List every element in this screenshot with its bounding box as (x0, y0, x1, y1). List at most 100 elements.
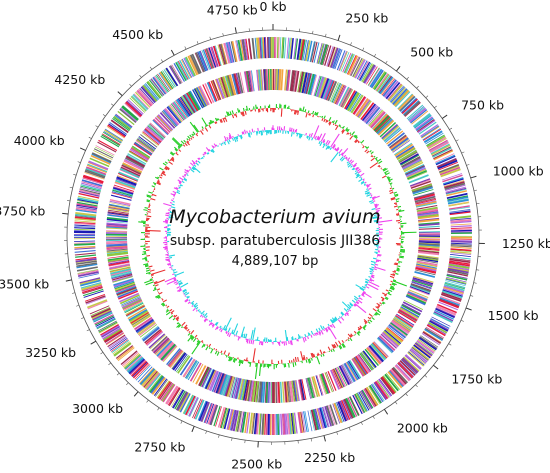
gc-skew-bar (215, 144, 218, 147)
cds-feature-forward (450, 240, 472, 243)
gc-content-bar (304, 109, 307, 113)
cds-feature-reverse (231, 73, 239, 95)
gc-skew-bar (228, 139, 231, 143)
cds-feature-reverse (119, 169, 140, 179)
gc-content-bar (227, 352, 230, 357)
cds-feature-reverse (224, 75, 232, 97)
gc-skew-bar (178, 186, 181, 189)
gc-content-bar (200, 130, 204, 135)
cds-feature-forward (192, 398, 202, 419)
gc-content-bar (300, 351, 304, 361)
cds-feature-reverse (361, 351, 376, 369)
cds-feature-forward (356, 392, 368, 412)
cds-feature-reverse (116, 287, 137, 297)
cds-feature-reverse (193, 88, 206, 108)
cds-feature-forward (74, 250, 96, 253)
gc-skew-bar (320, 133, 326, 142)
cds-feature-forward (107, 124, 126, 138)
cds-feature-reverse (141, 132, 159, 146)
cds-feature-reverse (324, 372, 333, 393)
cds-feature-reverse (404, 163, 425, 175)
gc-skew-bar (351, 164, 353, 166)
gc-skew-bar (338, 153, 341, 157)
gc-skew-bar (374, 204, 380, 207)
cds-feature-forward (415, 117, 434, 132)
gc-content-bar (387, 176, 391, 180)
cds-feature-reverse (113, 278, 134, 286)
cds-feature-forward (131, 360, 147, 377)
cds-feature-forward (428, 321, 448, 334)
cds-feature-forward (314, 408, 322, 430)
cds-feature-forward (403, 100, 421, 117)
cds-feature-forward (381, 376, 396, 394)
cds-feature-reverse (106, 251, 128, 256)
cds-feature-reverse (115, 178, 136, 187)
cds-feature-forward (98, 321, 118, 333)
cds-feature-reverse (128, 150, 148, 163)
gc-content-bar (342, 125, 345, 129)
cds-feature-reverse (153, 337, 170, 354)
gc-skew-bar (325, 139, 329, 145)
cds-feature-forward (87, 300, 108, 310)
gc-skew-bar (349, 302, 354, 306)
gc-skew-bar (223, 136, 228, 141)
gc-skew-bar (228, 132, 233, 139)
gc-skew-bar (373, 214, 377, 216)
gc-skew-bar (347, 163, 352, 168)
cds-feature-reverse (116, 176, 137, 186)
gc-content-bar (254, 362, 258, 379)
cds-feature-reverse (403, 300, 424, 310)
cds-feature-forward (113, 342, 131, 356)
gc-skew-bar (366, 188, 369, 190)
gc-skew-bar (168, 254, 175, 257)
cds-feature-forward (79, 277, 101, 284)
cds-feature-reverse (375, 117, 392, 134)
cds-feature-reverse (332, 83, 343, 104)
cds-feature-forward (188, 396, 199, 417)
cds-feature-forward (402, 100, 420, 116)
cds-feature-reverse (166, 348, 181, 366)
gc-skew-bar (192, 166, 201, 174)
gc-skew-bar (211, 323, 215, 327)
cds-feature-forward (357, 61, 369, 80)
cds-feature-reverse (414, 271, 436, 278)
cds-feature-forward (76, 206, 97, 211)
cds-feature-reverse (106, 245, 128, 250)
cds-feature-reverse (385, 328, 403, 343)
gc-skew-bar (374, 266, 386, 271)
gc-skew-bar (194, 304, 199, 309)
cds-feature-forward (427, 136, 447, 149)
gc-skew-bar (370, 263, 376, 266)
gc-skew-bar (368, 276, 371, 278)
gc-skew-bar (200, 310, 205, 315)
minor-tick (461, 151, 465, 154)
gc-content-bar (297, 110, 300, 115)
gc-content-bar (345, 128, 349, 132)
cds-feature-forward (317, 407, 325, 429)
cds-feature-reverse (109, 266, 131, 272)
cds-feature-forward (443, 285, 465, 294)
cds-feature-forward (127, 357, 145, 374)
gc-content-bar (376, 158, 382, 163)
cds-feature-reverse (406, 167, 426, 178)
cds-feature-forward (302, 39, 307, 61)
cds-feature-forward (276, 37, 279, 59)
gc-content-bar (382, 298, 385, 301)
cds-feature-forward (139, 368, 156, 385)
minor-tick (405, 393, 408, 397)
cds-feature-reverse (115, 284, 136, 293)
cds-feature-forward (337, 401, 347, 422)
cds-feature-forward (433, 312, 453, 324)
gc-content-bar (306, 357, 308, 360)
cds-feature-reverse (134, 316, 153, 331)
cds-feature-forward (328, 404, 336, 426)
cds-feature-forward (170, 388, 183, 408)
cds-feature-reverse (335, 85, 346, 105)
gc-skew-bar (327, 140, 331, 146)
cds-feature-forward (213, 405, 221, 427)
cds-feature-reverse (286, 69, 291, 91)
gc-content-bar (244, 110, 247, 115)
cds-feature-forward (214, 45, 222, 66)
gc-content-bar (157, 176, 160, 179)
gc-skew-bar (369, 270, 373, 273)
